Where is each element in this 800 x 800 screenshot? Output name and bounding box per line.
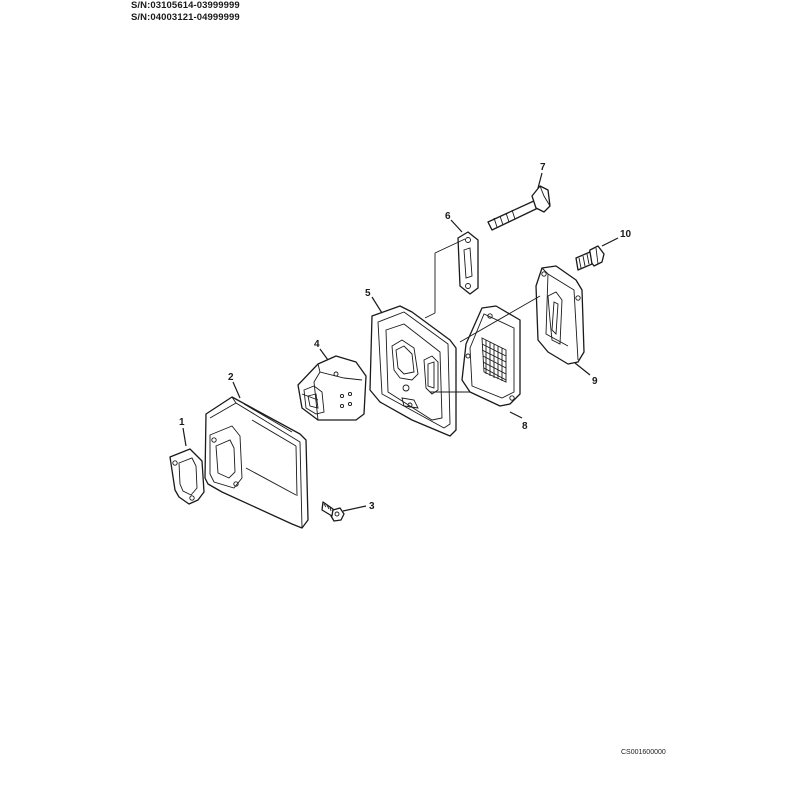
part-3-screw [321,501,345,522]
callout-4: 4 [314,339,320,350]
callout-2: 2 [228,372,234,383]
part-8-screen [461,305,521,407]
serial-number-range-2: S/N:04003121-04999999 [131,12,240,23]
callout-10: 10 [620,229,632,240]
part-10-screw [575,245,605,271]
part-6-bracket [457,231,479,295]
callout-9: 9 [592,376,598,387]
diagram-code: CS001600000 [621,749,666,756]
callout-7: 7 [540,162,546,173]
callout-5: 5 [365,288,371,299]
callout-8: 8 [522,421,528,432]
part-9-heat-shield [535,265,585,365]
callout-numbers: 1 2 3 4 5 6 7 8 9 10 [179,162,632,512]
serial-number-range-1: S/N:03105614-03999999 [131,0,240,11]
callout-3: 3 [369,501,375,512]
callout-6: 6 [445,211,451,222]
part-4-block [297,355,367,421]
part-5-cover-plate [369,305,457,437]
callout-1: 1 [179,417,185,428]
mesh-pattern [481,337,507,383]
callout-leaders [182,172,619,512]
part-1-gasket [169,448,205,505]
part-2-muffler-body [204,396,309,529]
part-7-bolt [487,185,551,231]
assembly-guide-lines [424,238,541,393]
